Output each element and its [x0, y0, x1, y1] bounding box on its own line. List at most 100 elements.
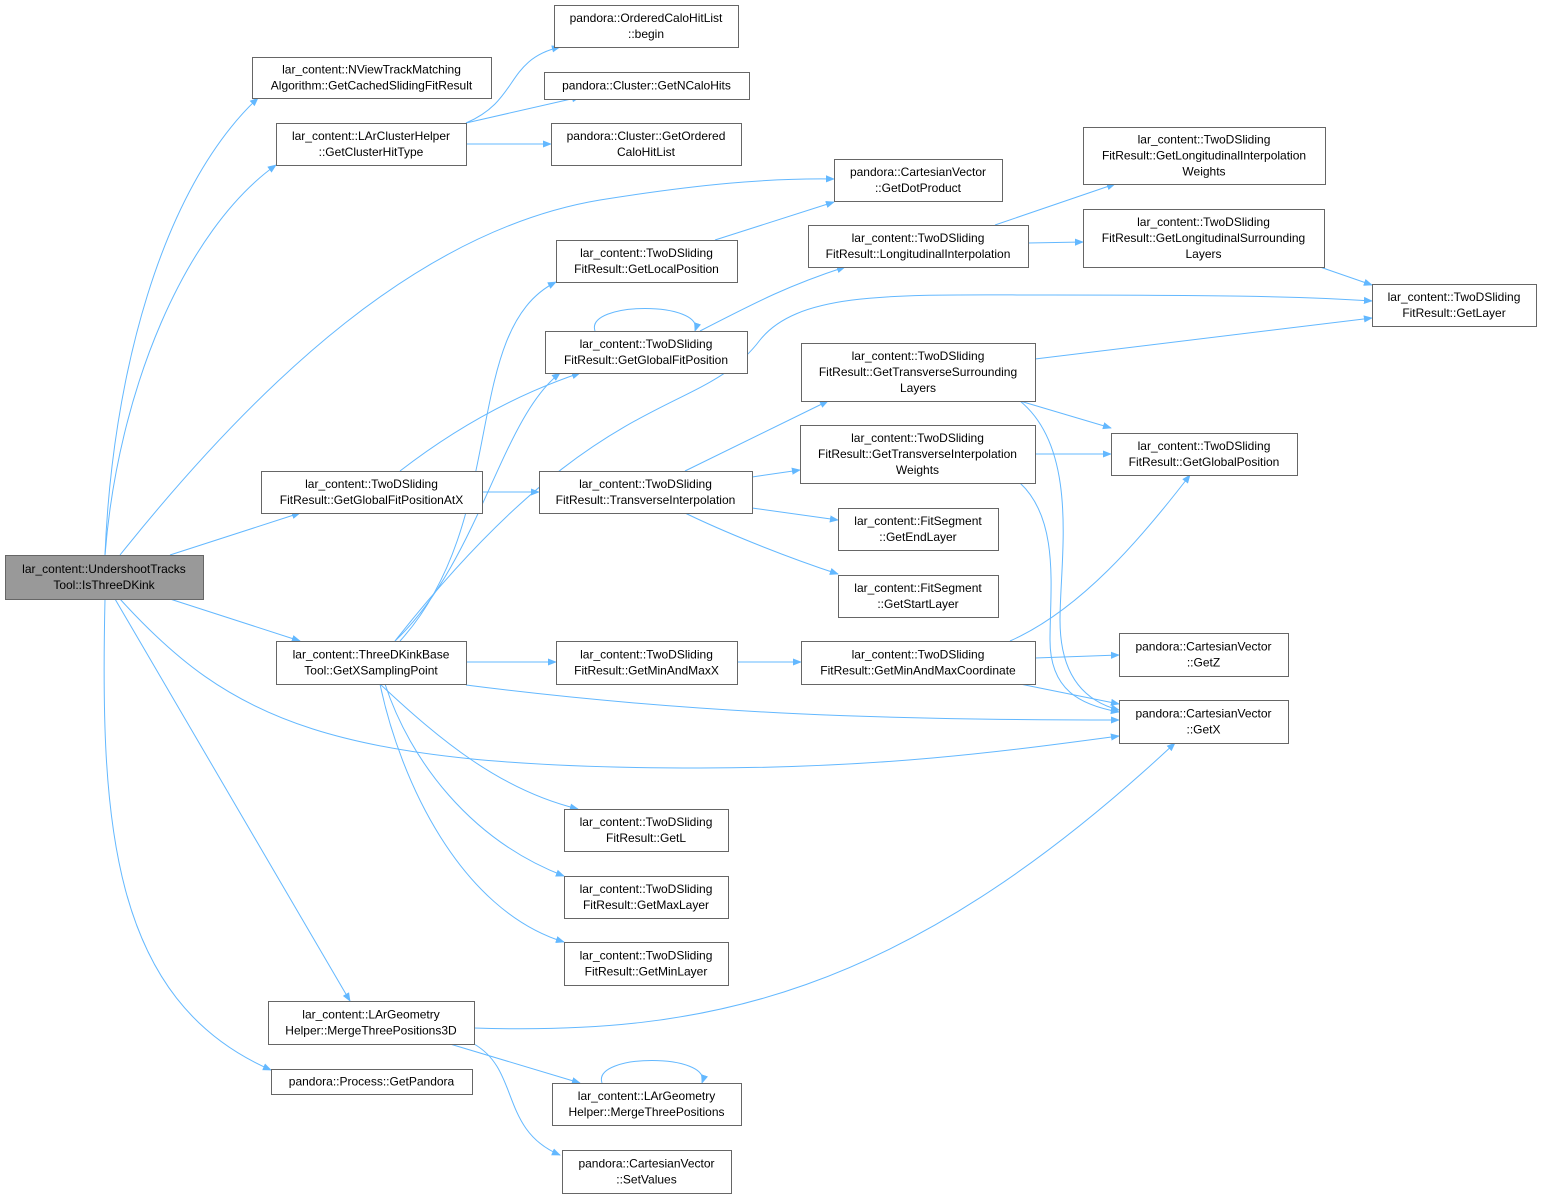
- node-label-line: CaloHitList: [617, 145, 676, 159]
- node-label-line: FitResult::GetMaxLayer: [583, 898, 709, 912]
- edge-xsampling-to-localpos: [399, 281, 557, 642]
- edge-root-to-xsampling: [169, 598, 301, 642]
- node-longinterp[interactable]: lar_content::TwoDSlidingFitResult::Longi…: [808, 225, 1029, 268]
- node-label-line: FitResult::GetLayer: [1402, 306, 1505, 320]
- edge-xsampling-to-globalfit: [394, 372, 561, 642]
- node-label-line: Tool::GetXSamplingPoint: [304, 664, 438, 678]
- node-label-line: lar_content::TwoDSliding: [852, 231, 985, 245]
- node-getz[interactable]: pandora::CartesianVector::GetZ: [1119, 633, 1289, 677]
- node-transinterp[interactable]: lar_content::TwoDSlidingFitResult::Trans…: [539, 471, 753, 514]
- node-box: [556, 641, 738, 685]
- node-label-line: ::GetClusterHitType: [319, 145, 424, 159]
- node-label-line: lar_content::TwoDSliding: [579, 477, 712, 491]
- edges-layer: [103, 45, 1373, 1156]
- node-transweights[interactable]: lar_content::TwoDSlidingFitResult::GetTr…: [800, 425, 1036, 484]
- node-merge3d[interactable]: lar_content::LArGeometryHelper::MergeThr…: [268, 1001, 475, 1045]
- edge-root-to-merge3d: [114, 598, 351, 1002]
- node-label-line: pandora::OrderedCaloHitList: [570, 11, 723, 25]
- node-label-line: FitResult::GetLocalPosition: [574, 262, 719, 276]
- node-label-line: pandora::CartesianVector: [578, 1157, 714, 1171]
- node-dot[interactable]: pandora::CartesianVector::GetDotProduct: [834, 159, 1003, 202]
- node-box: [1119, 633, 1289, 677]
- node-label-line: FitResult::GetLongitudinalInterpolation: [1102, 149, 1306, 163]
- edge-root-to-nview: [104, 97, 259, 556]
- node-label-line: lar_content::TwoDSliding: [580, 246, 713, 260]
- node-globalpos[interactable]: lar_content::TwoDSlidingFitResult::GetGl…: [1111, 433, 1298, 476]
- node-getx[interactable]: pandora::CartesianVector::GetX: [1119, 700, 1289, 744]
- node-label-line: FitResult::LongitudinalInterpolation: [826, 247, 1011, 261]
- node-box: [556, 240, 738, 283]
- node-label-line: ::GetStartLayer: [877, 597, 958, 611]
- node-label-line: pandora::Process::GetPandora: [289, 1075, 455, 1089]
- edge-transinterp-to-startlayer: [684, 512, 839, 575]
- node-label-line: Weights: [896, 463, 939, 477]
- node-startlayer[interactable]: lar_content::FitSegment::GetStartLayer: [838, 575, 999, 618]
- node-label-line: lar_content::UndershootTracks: [22, 562, 186, 576]
- edge-globalfit-to-globalfit: [594, 308, 701, 332]
- node-label-line: lar_content::TwoDSliding: [851, 431, 984, 445]
- node-minmaxx[interactable]: lar_content::TwoDSlidingFitResult::GetMi…: [556, 641, 738, 685]
- node-nview[interactable]: lar_content::NViewTrackMatchingAlgorithm…: [252, 57, 492, 99]
- node-box: [552, 1083, 742, 1126]
- node-clusterhit[interactable]: lar_content::LArClusterHelper::GetCluste…: [276, 123, 467, 166]
- node-label-line: pandora::Cluster::GetOrdered: [567, 129, 726, 143]
- edge-transinterp-to-transsurr: [684, 400, 829, 472]
- node-label-line: ::GetX: [1186, 723, 1220, 737]
- node-box: [539, 471, 753, 514]
- edge-merge3d-to-merge: [449, 1043, 581, 1085]
- node-localpos[interactable]: lar_content::TwoDSlidingFitResult::GetLo…: [556, 240, 738, 283]
- node-label-line: lar_content::LArGeometry: [302, 1008, 439, 1022]
- node-box: [800, 425, 1036, 484]
- node-box: [808, 225, 1029, 268]
- node-begin[interactable]: pandora::OrderedCaloHitList::begin: [554, 5, 739, 48]
- node-box: [271, 1069, 473, 1095]
- node-getlayer[interactable]: lar_content::TwoDSlidingFitResult::GetLa…: [1372, 284, 1537, 327]
- node-label-line: FitResult::GetGlobalPosition: [1129, 455, 1280, 469]
- node-label-line: lar_content::FitSegment: [854, 514, 982, 528]
- edge-transsurr-to-globalpos: [1019, 400, 1112, 430]
- node-globalposatx[interactable]: lar_content::TwoDSlidingFitResult::GetGl…: [261, 471, 483, 514]
- node-box: [252, 57, 492, 99]
- node-box: [1111, 433, 1298, 476]
- node-label-line: lar_content::FitSegment: [854, 581, 982, 595]
- node-setvalues[interactable]: pandora::CartesianVector::SetValues: [562, 1150, 732, 1194]
- node-longsurr[interactable]: lar_content::TwoDSlidingFitResult::GetLo…: [1083, 209, 1325, 268]
- node-label-line: lar_content::TwoDSliding: [1138, 439, 1271, 453]
- node-label-line: FitResult::GetLongitudinalSurrounding: [1102, 231, 1305, 245]
- node-transsurr[interactable]: lar_content::TwoDSlidingFitResult::GetTr…: [801, 343, 1036, 402]
- node-box: [1372, 284, 1537, 327]
- node-label-line: lar_content::LArClusterHelper: [292, 129, 450, 143]
- node-box: [564, 809, 729, 852]
- node-endlayer[interactable]: lar_content::FitSegment::GetEndLayer: [838, 508, 999, 551]
- node-label-line: lar_content::TwoDSliding: [1388, 290, 1521, 304]
- node-box: [276, 641, 467, 685]
- node-getpandora[interactable]: pandora::Process::GetPandora: [271, 1069, 473, 1095]
- node-label-line: lar_content::NViewTrackMatching: [282, 63, 461, 77]
- node-box: [838, 508, 999, 551]
- node-label-line: ::begin: [628, 27, 664, 41]
- node-label-line: FitResult::GetGlobalFitPosition: [564, 353, 728, 367]
- edge-transweights-to-getx: [1019, 482, 1120, 715]
- node-label-line: pandora::CartesianVector: [1135, 707, 1271, 721]
- edge-minmaxcoord-to-getz: [1034, 651, 1120, 659]
- node-box: [551, 123, 742, 166]
- node-longweights[interactable]: lar_content::TwoDSlidingFitResult::GetLo…: [1083, 127, 1326, 185]
- node-label-line: Layers: [1185, 247, 1221, 261]
- edge-xsampling-to-getl: [379, 683, 579, 811]
- node-label-line: ::GetDotProduct: [875, 181, 962, 195]
- node-ncalo[interactable]: pandora::Cluster::GetNCaloHits: [544, 72, 750, 100]
- node-root[interactable]: lar_content::UndershootTracksTool::IsThr…: [5, 555, 204, 600]
- node-xsampling[interactable]: lar_content::ThreeDKinkBaseTool::GetXSam…: [276, 641, 467, 685]
- node-minlayer[interactable]: lar_content::TwoDSlidingFitResult::GetMi…: [564, 942, 729, 986]
- node-box: [268, 1001, 475, 1045]
- node-maxlayer[interactable]: lar_content::TwoDSlidingFitResult::GetMa…: [564, 876, 729, 919]
- node-box: [834, 159, 1003, 202]
- edge-root-to-getpandora: [103, 598, 272, 1071]
- edge-merge3d-to-setvalues: [473, 1043, 561, 1156]
- node-merge[interactable]: lar_content::LArGeometryHelper::MergeThr…: [552, 1083, 742, 1126]
- node-globalfit[interactable]: lar_content::TwoDSlidingFitResult::GetGl…: [545, 331, 748, 374]
- node-minmaxcoord[interactable]: lar_content::TwoDSlidingFitResult::GetMi…: [801, 641, 1036, 685]
- edge-xsampling-to-getlayer: [394, 294, 1373, 642]
